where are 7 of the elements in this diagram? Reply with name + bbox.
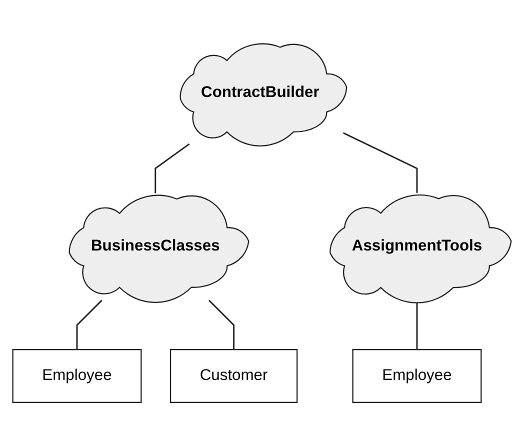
connector (154, 143, 190, 194)
node-box: Employee (12, 348, 142, 403)
node-box: Employee (352, 348, 482, 403)
connector (76, 300, 102, 350)
node-box: Customer (170, 348, 298, 403)
connector (208, 300, 235, 350)
connector (343, 132, 418, 193)
